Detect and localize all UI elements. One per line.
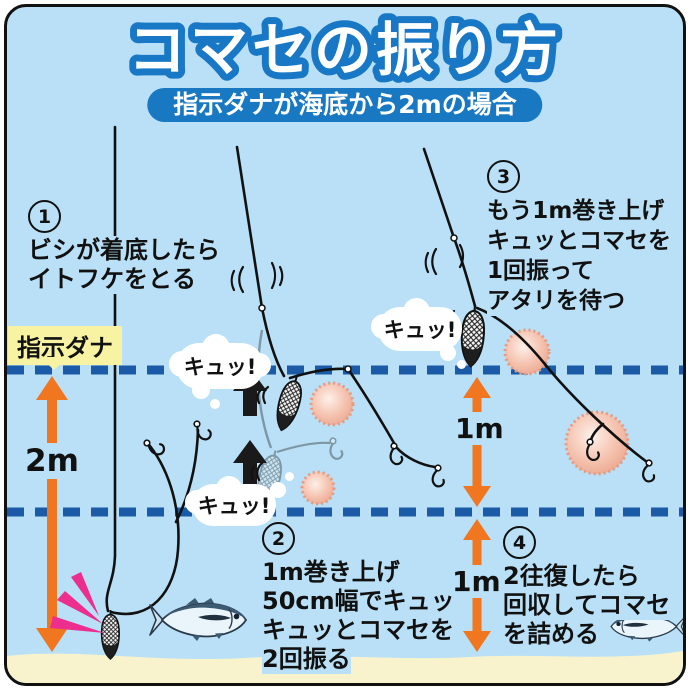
rig-1-line	[105, 125, 200, 616]
step-3-line-2: キュッとコマセを	[487, 226, 671, 256]
step-4-number: 4	[503, 526, 536, 559]
bubble-tail	[440, 345, 456, 361]
bubble-text: キュッ!	[183, 355, 257, 379]
speech-bubble-kyu-3: キュッ!	[371, 298, 466, 369]
step-1-number: 1	[28, 200, 61, 233]
measurement-2m: 2m	[22, 443, 82, 479]
hook-icon	[637, 458, 662, 485]
bubble-tail	[270, 482, 286, 498]
hook-icon	[142, 433, 168, 460]
page-title-wrap: コマセの振り方	[121, 9, 565, 91]
step-1-annotation: 1 ビシが着底したら イトフケをとる	[28, 200, 220, 294]
bishi-weight-icon	[458, 303, 487, 369]
bubble-puff	[371, 314, 396, 339]
step-1-line-1: ビシが着底したら	[28, 236, 220, 265]
step-4-line-2: 回収してコマセ	[503, 591, 671, 620]
bubble-tail	[210, 399, 220, 409]
komase-cloud-icon	[309, 381, 355, 427]
arrow-2m	[36, 376, 68, 652]
step-2-annotation: 2 1m巻き上げ 50cm幅でキュッ キュッとコマセを 2回振る	[262, 522, 455, 674]
bubble-puff	[216, 476, 242, 502]
speech-bubble-kyu-2: キュッ!	[185, 472, 294, 526]
measurement-1m-lower: 1m	[449, 565, 504, 598]
step-4-line-3: を詰める	[503, 620, 599, 649]
scene-graphic	[7, 125, 683, 683]
step-4-line-1: 2往復したら	[503, 562, 640, 591]
bubble-puff	[247, 353, 271, 377]
step-2-line-3: キュッとコマセを	[262, 616, 454, 645]
bubble-text: キュッ!	[197, 494, 271, 518]
speech-bubble-kyu-1: キュッ!	[169, 334, 271, 409]
measurement-1m-upper: 1m	[452, 412, 507, 445]
bubble-puff	[185, 490, 209, 514]
lift-arrow-icon	[233, 440, 267, 488]
step-2-line-2: 50cm幅でキュッ	[262, 587, 455, 616]
bishi-weight-icon	[270, 372, 308, 434]
step-4-annotation: 4 2往復したら 回収してコマセ を詰める	[503, 526, 671, 649]
swivel-icon	[450, 234, 458, 242]
step-2-number: 2	[262, 522, 295, 555]
bubble-tail	[192, 381, 210, 399]
step-2-line-1: 1m巻き上げ	[262, 558, 400, 587]
frame-border: コマセの振り方 指示ダナが海底から2mの場合 指示ダナ 2m 1m 1m 1 ビ…	[4, 4, 686, 686]
page-title: コマセの振り方	[128, 16, 562, 84]
bubble-text: キュッ!	[383, 318, 457, 342]
bubble-puff	[403, 298, 430, 325]
step-3-line-4: アタリを待つ	[487, 286, 625, 316]
bubble-tail	[285, 472, 294, 481]
scene-wrapper: コマセの振り方 指示ダナが海底から2mの場合 指示ダナ 2m 1m 1m 1 ビ…	[7, 7, 683, 683]
komase-cloud-icon	[300, 470, 336, 506]
komase-cloud-icon	[503, 328, 551, 376]
subtitle-banner: 指示ダナが海底から2mの場合	[147, 88, 543, 122]
impact-icon	[50, 572, 105, 633]
bishi-weight-icon	[100, 609, 121, 660]
bubble-tail	[457, 360, 466, 369]
step-2-line-4: 2回振る	[262, 645, 351, 674]
step-1-line-2: イトフケをとる	[28, 265, 196, 294]
swivel-icon	[344, 365, 352, 373]
tana-pointer-icon	[40, 357, 68, 370]
bubble-puff	[169, 351, 195, 377]
swivel-icon	[258, 304, 266, 312]
bubble-puff	[202, 334, 230, 362]
hook-icon	[427, 463, 451, 490]
step-3-number: 3	[487, 160, 520, 193]
step-3-annotation: 3 もう1m巻き上げ キュッとコマセを 1回振って アタリを待つ	[487, 160, 671, 316]
fish-icon	[149, 597, 247, 642]
step-3-line-3: 1回振って	[487, 256, 594, 286]
step-3-line-1: もう1m巻き上げ	[487, 196, 665, 226]
komase-cloud-icon	[564, 410, 630, 476]
